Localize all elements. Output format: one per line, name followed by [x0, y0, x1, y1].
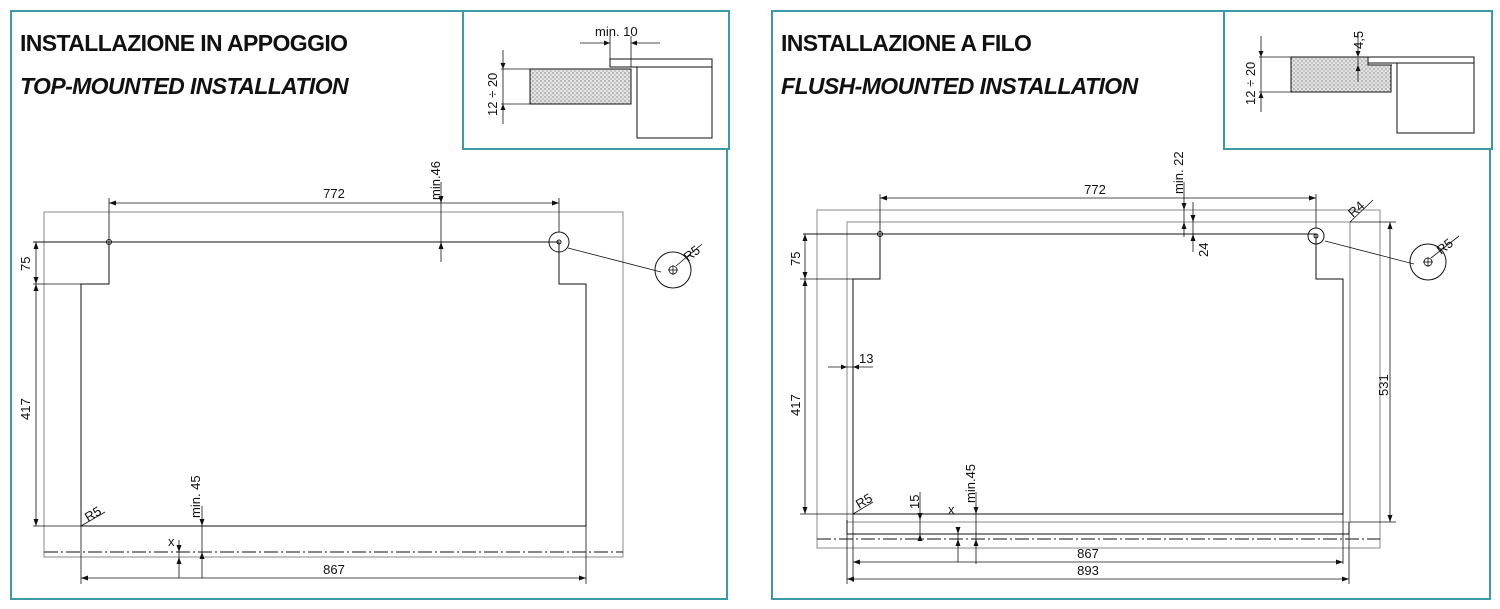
dim-15-label: 15	[907, 495, 922, 509]
dim-min45-label: min. 45	[188, 475, 203, 518]
dim-min45-label: min.45	[963, 464, 978, 503]
corner-r5-label: R5	[853, 490, 875, 511]
dim-417-label: 417	[788, 394, 803, 416]
flush-mounted-drawing: 4,5 12 ÷ 20 R4 R5	[788, 10, 1493, 584]
dim-24-label: 24	[1196, 243, 1211, 257]
panel-subtitle: FLUSH-MOUNTED INSTALLATION	[781, 73, 1138, 99]
dim-min46-label: min.46	[428, 161, 443, 200]
dim-893-label: 893	[1077, 563, 1099, 578]
detail-thickness-label: 12 ÷ 20	[485, 73, 500, 116]
dim-75-label: 75	[18, 257, 33, 271]
panel-title: INSTALLAZIONE IN APPOGGIO	[20, 30, 348, 56]
flush-mounted-panel: INSTALLAZIONE A FILO FLUSH-MOUNTED INSTA…	[771, 10, 1493, 600]
dim-75-label: 75	[788, 252, 803, 266]
dim-867-label: 867	[323, 562, 345, 577]
panel-subtitle: TOP-MOUNTED INSTALLATION	[20, 73, 349, 99]
dim-867-label: 867	[1077, 546, 1099, 561]
recess-outline	[846, 221, 1351, 523]
worktop-outline	[816, 209, 1381, 549]
cutout-outline	[33, 241, 587, 527]
detail-step-label: 4,5	[1351, 31, 1366, 49]
radius-detail-callout: R5	[1324, 235, 1460, 281]
dim-417-label: 417	[18, 398, 33, 420]
cutout-outline	[803, 233, 1344, 515]
corner-r5-label: R5	[82, 503, 104, 524]
dim-13-label: 13	[859, 351, 873, 366]
hob-body	[636, 66, 713, 139]
dim-772-label: 772	[323, 186, 345, 201]
radius-r4-label: R4	[1345, 198, 1367, 220]
dim-x-label: x	[168, 534, 175, 549]
detail-min-label: min. 10	[595, 24, 638, 39]
section-detail-inset: min. 10 12 ÷ 20	[462, 10, 730, 150]
worktop-outline	[43, 211, 624, 558]
radius-detail-callout: R5	[567, 242, 703, 289]
panel-title: INSTALLAZIONE A FILO	[781, 30, 1032, 56]
recess-bottom	[846, 520, 1350, 535]
hob-body	[1396, 62, 1475, 134]
section-detail-inset: 4,5 12 ÷ 20	[1223, 10, 1493, 150]
top-mounted-panel: INSTALLAZIONE IN APPOGGIO TOP-MOUNTED IN…	[10, 10, 730, 600]
dim-x-label: x	[948, 502, 955, 517]
dim-531-label: 531	[1376, 374, 1391, 396]
worktop-section	[529, 68, 632, 105]
dim-772-label: 772	[1084, 182, 1106, 197]
radius-detail-label: R5	[1434, 235, 1456, 257]
detail-thickness-label: 12 ÷ 20	[1243, 62, 1258, 105]
top-mounted-drawing: min. 10 12 ÷ 20 R5 772	[18, 10, 730, 584]
dim-min22-label: min. 22	[1171, 151, 1186, 194]
